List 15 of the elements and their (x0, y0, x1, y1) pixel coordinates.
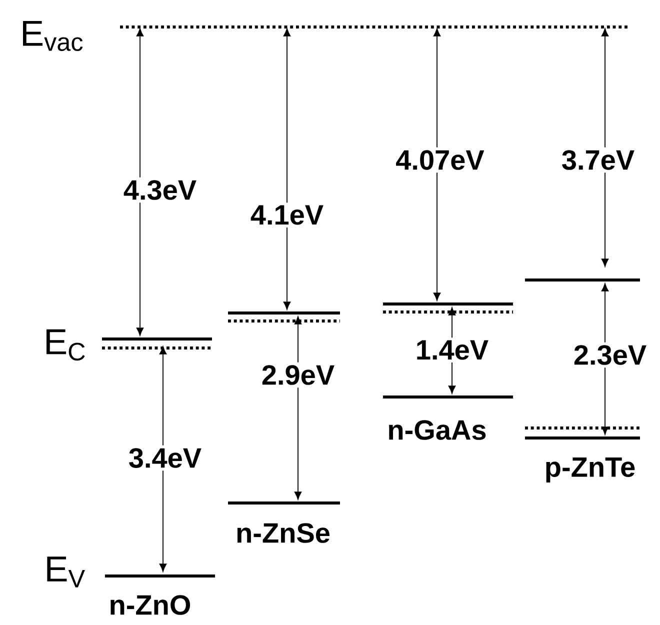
energy-value: 2.3eV (570, 342, 650, 368)
material-label: n-ZnO (110, 595, 190, 615)
material-label: n-GaAs (389, 420, 486, 440)
axis-label: E$_{vac}$ (23, 21, 83, 51)
axis-label: E$_{V}$ (47, 556, 85, 588)
axis-label: E$_{C}$ (46, 329, 85, 361)
energy-value: 4.3eV (120, 177, 200, 203)
energy-value: 3.4eV (126, 445, 204, 471)
energy-value: 3.7eV (558, 147, 638, 173)
energy-value: 2.9eV (258, 362, 338, 388)
energy-value: 4.1eV (248, 202, 326, 228)
energy-value: 1.4eV (412, 338, 492, 362)
material-label: n-ZnSe (237, 523, 330, 543)
energy-value: 4.07eV (392, 147, 488, 173)
material-label: p-ZnTe (546, 457, 635, 483)
